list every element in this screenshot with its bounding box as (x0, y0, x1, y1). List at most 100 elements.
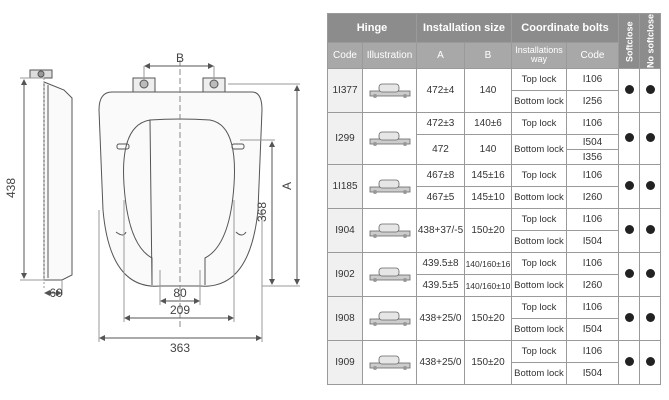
subheader-installations-way: Installations way (511, 41, 567, 70)
softclose-dot-icon (624, 312, 634, 322)
install-way: Top lock (511, 296, 567, 320)
bolt-code: I106 (566, 164, 619, 188)
hinge-illustration (362, 112, 417, 166)
size-a: 467±5 (416, 186, 465, 210)
softclose-cell (618, 68, 640, 114)
no-softclose-cell (639, 252, 661, 298)
size-a: 438+25/0 (416, 340, 465, 386)
hinge-illustration (362, 68, 417, 114)
bolt-code: I256 (566, 90, 619, 114)
hinge-code: I904 (327, 208, 363, 254)
no-softclose-dot-icon (645, 84, 655, 94)
hinge-code: I909 (327, 340, 363, 386)
hinge-illustration-icon (369, 131, 410, 146)
softclose-cell (618, 208, 640, 254)
size-a: 472 (416, 134, 465, 166)
no-softclose-dot-icon (645, 312, 655, 322)
install-way: Top lock (511, 340, 567, 364)
bolt-code: I106 (566, 340, 619, 364)
install-way: Bottom lock (511, 274, 567, 298)
install-way: Top lock (511, 68, 567, 92)
header-coordinate-bolts: Coordinate bolts (511, 13, 619, 43)
size-a: 438+25/0 (416, 296, 465, 342)
no-softclose-dot-icon (645, 268, 655, 278)
hinge-code: 1I377 (327, 68, 363, 114)
size-b: 140 (464, 68, 512, 114)
softclose-cell (618, 340, 640, 386)
size-b: 145±10 (464, 186, 512, 210)
bolt-code: I106 (566, 252, 619, 276)
size-a: 472±3 (416, 112, 465, 136)
softclose-dot-icon (624, 132, 634, 142)
dim-60-label: 60 (49, 286, 63, 300)
header-hinge: Hinge (327, 13, 417, 43)
hinge-illustration-icon (369, 267, 410, 282)
bolt-code: I504 (566, 318, 619, 342)
softclose-dot-icon (624, 224, 634, 234)
header-no-softclose: No softclose (639, 13, 661, 69)
hinge-code: I299 (327, 112, 363, 166)
subheader-b: B (464, 41, 512, 70)
install-way: Bottom lock (511, 318, 567, 342)
size-a: 438+37/-5 (416, 208, 465, 254)
hinge-illustration-icon (369, 311, 410, 326)
side-view (20, 69, 73, 296)
install-way: Top lock (511, 164, 567, 188)
size-a: 472±4 (416, 68, 465, 114)
hinge-illustration (362, 164, 417, 210)
size-b: 140/160±16 (464, 252, 512, 276)
softclose-cell (618, 112, 640, 166)
subheader-code2: Code (566, 41, 619, 70)
dim-209-label: 209 (170, 303, 190, 317)
toilet-seat-drawing: 438 60 B A 3 (4, 51, 300, 355)
no-softclose-dot-icon (645, 180, 655, 190)
size-b: 150±20 (464, 208, 512, 254)
hinge-code: 1I185 (327, 164, 363, 210)
bolt-code: I504 (566, 230, 619, 254)
no-softclose-cell (639, 112, 661, 166)
bolt-code: I504 (566, 134, 619, 151)
install-way: Top lock (511, 208, 567, 232)
hinge-illustration-icon (369, 223, 410, 238)
bolt-code: I106 (566, 112, 619, 136)
size-b: 140±6 (464, 112, 512, 136)
hinge-illustration (362, 340, 417, 386)
bolt-code: I504 (566, 362, 619, 386)
no-softclose-cell (639, 68, 661, 114)
bolt-code: I356 (566, 149, 619, 166)
no-softclose-dot-icon (645, 224, 655, 234)
front-view (98, 60, 300, 342)
hinge-illustration-icon (369, 83, 410, 98)
install-way: Top lock (511, 112, 567, 136)
softclose-cell (618, 164, 640, 210)
hinge-illustration (362, 252, 417, 298)
size-b: 140/160±10 (464, 274, 512, 298)
install-way: Bottom lock (511, 362, 567, 386)
hinge-code: I902 (327, 252, 363, 298)
install-way: Bottom lock (511, 230, 567, 254)
hinge-illustration (362, 208, 417, 254)
dim-363-label: 363 (170, 341, 190, 355)
install-way: Bottom lock (511, 134, 567, 166)
install-way: Bottom lock (511, 90, 567, 114)
size-b: 150±20 (464, 340, 512, 386)
hinge-code: I908 (327, 296, 363, 342)
no-softclose-dot-icon (645, 356, 655, 366)
softclose-cell (618, 296, 640, 342)
softclose-dot-icon (624, 180, 634, 190)
size-a: 439.5±5 (416, 274, 465, 298)
subheader-illustration: Illustration (362, 41, 417, 70)
size-a: 439.5±8 (416, 252, 465, 276)
no-softclose-cell (639, 340, 661, 386)
header-softclose: Softclose (618, 13, 640, 69)
no-softclose-dot-icon (645, 132, 655, 142)
hinge-illustration (362, 296, 417, 342)
